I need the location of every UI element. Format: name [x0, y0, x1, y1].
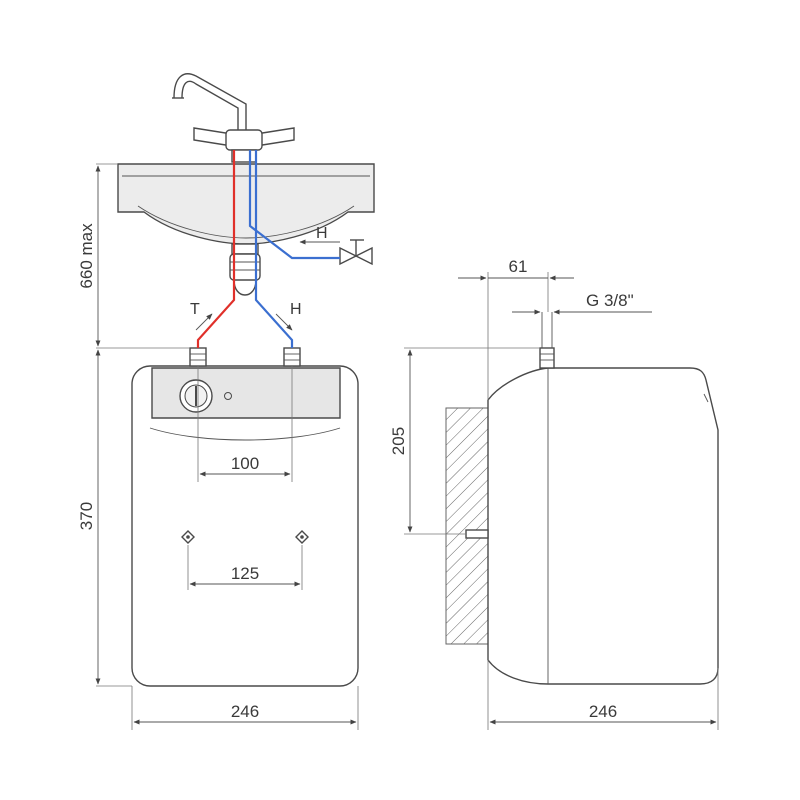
- thread-size-label: G 3/8": [586, 291, 634, 310]
- mount-bolt: [465, 529, 489, 539]
- dim-61: 61: [509, 257, 528, 276]
- dim-205: 205: [389, 427, 408, 455]
- mount-hole-right-icon: [295, 530, 309, 544]
- inlet-label: H: [290, 301, 302, 318]
- heater-body-side: [487, 367, 719, 685]
- side-connector: [539, 347, 555, 369]
- hot-water-pipe: [196, 150, 236, 348]
- heater-body-front: [131, 365, 359, 687]
- dim-246-front: 246: [231, 702, 259, 721]
- side-view: 61 G 3/8" 205 246: [389, 257, 719, 730]
- cold-water-pipes: [248, 150, 340, 348]
- dim-125: 125: [231, 564, 259, 583]
- dim-246-side: 246: [589, 702, 617, 721]
- front-view: T H H 660 max 370 100 125 246: [77, 73, 375, 730]
- sink-icon: [117, 163, 375, 296]
- dim-370: 370: [77, 502, 96, 530]
- valve-label: H: [316, 225, 328, 242]
- dim-100: 100: [231, 454, 259, 473]
- pipe-connectors: [189, 347, 301, 367]
- wall-hatch: [445, 407, 489, 645]
- mount-hole-left-icon: [181, 530, 195, 544]
- dim-660-max: 660 max: [77, 223, 96, 289]
- faucet-icon: [172, 73, 295, 163]
- outlet-label: T: [190, 301, 200, 318]
- valve-icon: [339, 239, 373, 266]
- thermostat-knob-icon: [179, 379, 232, 413]
